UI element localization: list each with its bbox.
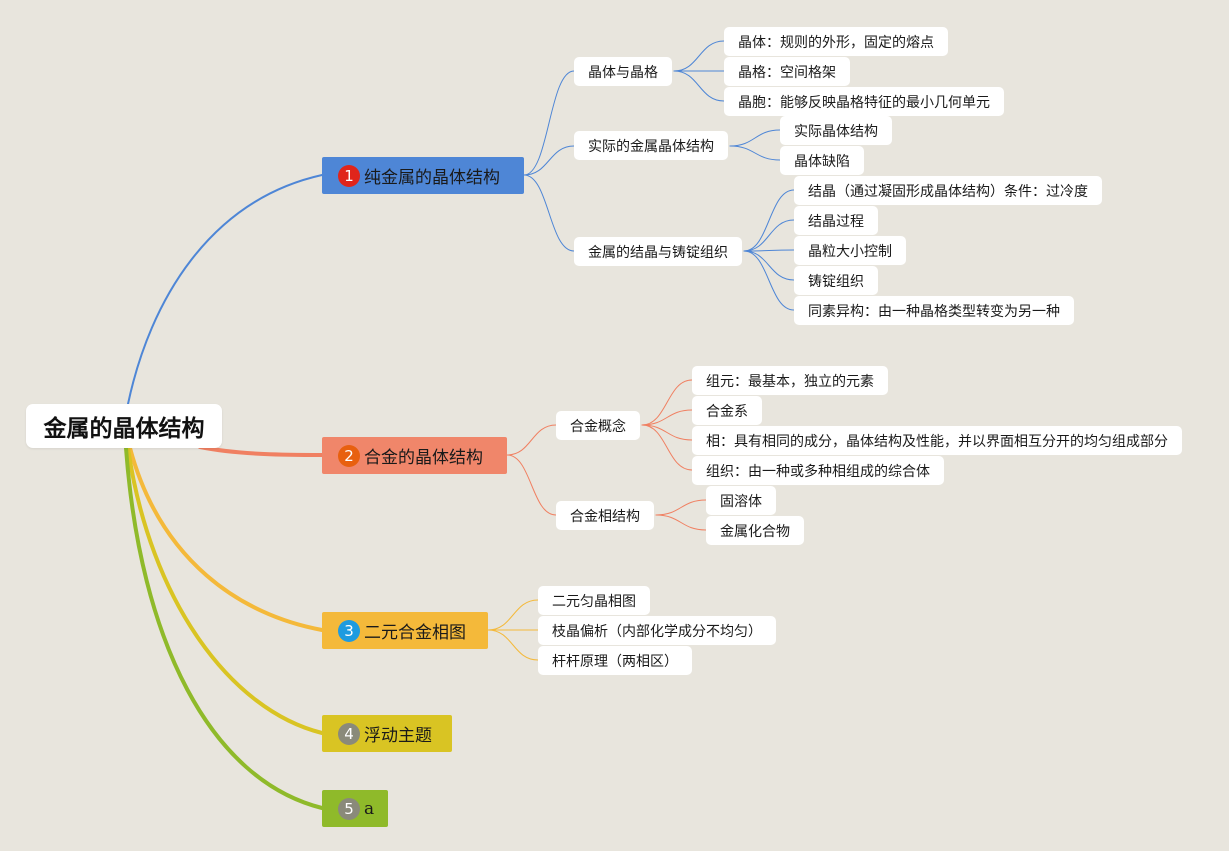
subtopic-connector: [743, 189, 795, 252]
root-to-branch-1-connector: [127, 174, 323, 405]
subtopic-binary-isomorphous[interactable]: 二元匀晶相图: [538, 586, 650, 615]
root-to-branch-2-connector: [198, 445, 324, 457]
leaf-topic[interactable]: 晶体缺陷: [780, 146, 864, 175]
leaf-topic[interactable]: 实际晶体结构: [780, 116, 892, 145]
leaf-topic[interactable]: 合金系: [692, 396, 762, 425]
subtopic-connector: [641, 379, 693, 426]
subtopic-connector: [673, 40, 725, 72]
subtopic-crystallization[interactable]: 金属的结晶与铸锭组织: [574, 237, 742, 266]
subtopic-connector: [655, 514, 707, 531]
subtopic-connector: [743, 250, 795, 311]
branch-3-topic[interactable]: 3 二元合金相图: [322, 612, 488, 649]
leaf-label: 晶胞：能够反映晶格特征的最小几何单元: [738, 94, 990, 111]
leaf-topic[interactable]: 组元：最基本，独立的元素: [692, 366, 888, 395]
subtopic-connector: [743, 219, 795, 252]
branch-5-number-badge: 5: [338, 797, 360, 820]
leaf-topic[interactable]: 晶粒大小控制: [794, 236, 906, 265]
subtopic-alloy-phase-structure[interactable]: 合金相结构: [556, 501, 654, 530]
branch-1-connector: [523, 174, 575, 252]
leaf-topic[interactable]: 晶胞：能够反映晶格特征的最小几何单元: [724, 87, 1004, 116]
subtopic-label: 枝晶偏析（内部化学成分不均匀）: [552, 623, 762, 640]
branch-2-connector: [506, 424, 557, 456]
subtopic-label: 杆杆原理（两相区）: [552, 653, 678, 670]
branch-2-topic[interactable]: 2 合金的晶体结构: [322, 437, 507, 474]
leaf-topic[interactable]: 铸锭组织: [794, 266, 878, 295]
branch-1-number-badge: 1: [338, 164, 360, 187]
leaf-topic[interactable]: 组织：由一种或多种相组成的综合体: [692, 456, 944, 485]
branch-2-label: 合金的晶体结构: [364, 448, 483, 468]
branch-3-connector: [487, 629, 539, 661]
branch-1-label: 纯金属的晶体结构: [364, 168, 500, 188]
subtopic-label: 合金概念: [570, 418, 626, 435]
leaf-label: 金属化合物: [720, 523, 790, 540]
leaf-label: 组元：最基本，独立的元素: [706, 373, 874, 390]
leaf-topic[interactable]: 同素异构：由一种晶格类型转变为另一种: [794, 296, 1074, 325]
subtopic-connector: [641, 409, 693, 426]
leaf-label: 晶格：空间格架: [738, 64, 836, 81]
subtopic-connector: [641, 424, 693, 441]
subtopic-lever-rule[interactable]: 杆杆原理（两相区）: [538, 646, 692, 675]
subtopic-connector: [743, 249, 795, 252]
subtopic-alloy-concept[interactable]: 合金概念: [556, 411, 640, 440]
subtopic-connector: [729, 145, 781, 161]
subtopic-dendritic-segregation[interactable]: 枝晶偏析（内部化学成分不均匀）: [538, 616, 776, 645]
leaf-topic[interactable]: 晶格：空间格架: [724, 57, 850, 86]
subtopic-label: 实际的金属晶体结构: [588, 138, 714, 155]
branch-4-number-badge: 4: [338, 722, 360, 745]
subtopic-label: 二元匀晶相图: [552, 593, 636, 610]
branch-3-number-badge: 3: [338, 619, 360, 642]
subtopic-connector: [729, 129, 781, 147]
branch-1-topic[interactable]: 1 纯金属的晶体结构: [322, 157, 524, 194]
subtopic-connector: [655, 499, 707, 516]
root-topic[interactable]: 金属的晶体结构: [26, 404, 222, 448]
leaf-label: 合金系: [706, 403, 748, 420]
subtopic-connector: [641, 424, 693, 471]
branch-5-topic[interactable]: 5 a: [322, 790, 388, 827]
subtopic-crystal-and-lattice[interactable]: 晶体与晶格: [574, 57, 672, 86]
leaf-label: 相：具有相同的成分，晶体结构及性能，并以界面相互分开的均匀组成部分: [706, 433, 1168, 450]
branch-3-label: 二元合金相图: [364, 623, 466, 643]
subtopic-connector: [673, 70, 725, 102]
root-to-branch-3-connector: [128, 446, 324, 632]
branch-5-label: a: [364, 798, 375, 819]
branch-4-topic[interactable]: 4 浮动主题: [322, 715, 452, 752]
branch-1-connector: [523, 70, 575, 176]
subtopic-label: 晶体与晶格: [588, 64, 658, 81]
leaf-label: 结晶过程: [808, 213, 864, 230]
subtopic-actual-metal-crystal[interactable]: 实际的金属晶体结构: [574, 131, 728, 160]
leaf-label: 晶体：规则的外形，固定的熔点: [738, 34, 934, 51]
branch-2-number-badge: 2: [338, 444, 360, 467]
branch-2-connector: [506, 454, 557, 516]
leaf-label: 同素异构：由一种晶格类型转变为另一种: [808, 303, 1060, 320]
branch-1-connector: [523, 145, 575, 176]
leaf-label: 晶粒大小控制: [808, 243, 892, 260]
subtopic-label: 金属的结晶与铸锭组织: [588, 244, 728, 261]
subtopic-connector: [743, 250, 795, 281]
leaf-label: 铸锭组织: [808, 273, 864, 290]
leaf-label: 晶体缺陷: [794, 153, 850, 170]
leaf-topic[interactable]: 晶体：规则的外形，固定的熔点: [724, 27, 948, 56]
leaf-topic[interactable]: 固溶体: [706, 486, 776, 515]
leaf-topic[interactable]: 结晶（通过凝固形成晶体结构）条件：过冷度: [794, 176, 1102, 205]
leaf-topic[interactable]: 结晶过程: [794, 206, 878, 235]
leaf-label: 实际晶体结构: [794, 123, 878, 140]
branch-4-label: 浮动主题: [364, 726, 432, 746]
root-to-branch-5-connector: [124, 446, 324, 810]
subtopic-label: 合金相结构: [570, 508, 640, 525]
branch-3-connector: [487, 599, 539, 631]
root-to-branch-4-connector: [126, 446, 324, 735]
leaf-label: 结晶（通过凝固形成晶体结构）条件：过冷度: [808, 183, 1088, 200]
leaf-label: 固溶体: [720, 493, 762, 510]
leaf-topic[interactable]: 金属化合物: [706, 516, 804, 545]
leaf-topic[interactable]: 相：具有相同的成分，晶体结构及性能，并以界面相互分开的均匀组成部分: [692, 426, 1182, 455]
leaf-label: 组织：由一种或多种相组成的综合体: [706, 463, 930, 480]
